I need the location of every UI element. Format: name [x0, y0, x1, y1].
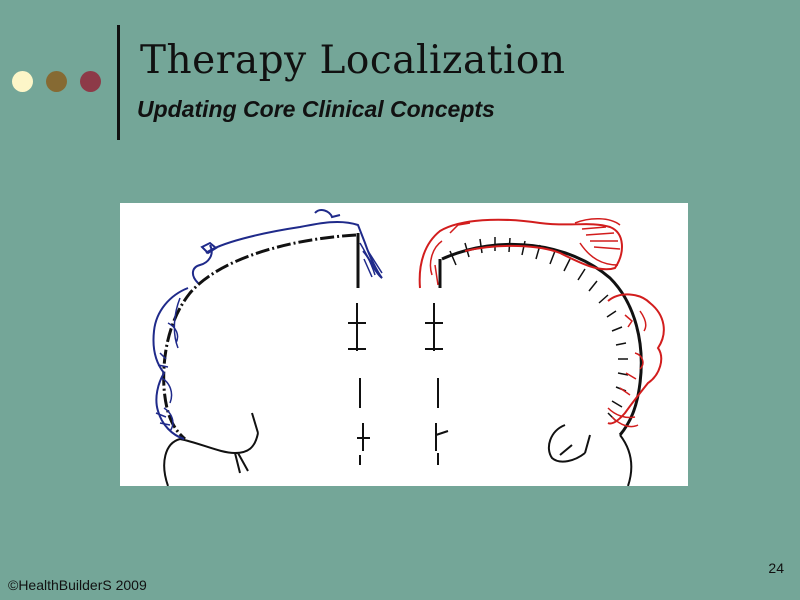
- page-number: 24: [768, 560, 784, 576]
- decorative-dot-brown: [46, 71, 67, 92]
- title-divider: [117, 25, 120, 140]
- slide-subtitle: Updating Core Clinical Concepts: [137, 96, 495, 122]
- motor-homunculus-icon: [418, 218, 665, 486]
- slide-title: Therapy Localization: [140, 38, 566, 83]
- copyright-notice: ©HealthBuilderS 2009: [8, 577, 147, 593]
- homunculus-figure: [120, 203, 688, 486]
- decorative-dot-maroon: [80, 71, 101, 92]
- sensory-homunculus-icon: [152, 209, 383, 486]
- decorative-dot-cream: [12, 71, 33, 92]
- homunculus-diagram: [152, 209, 665, 486]
